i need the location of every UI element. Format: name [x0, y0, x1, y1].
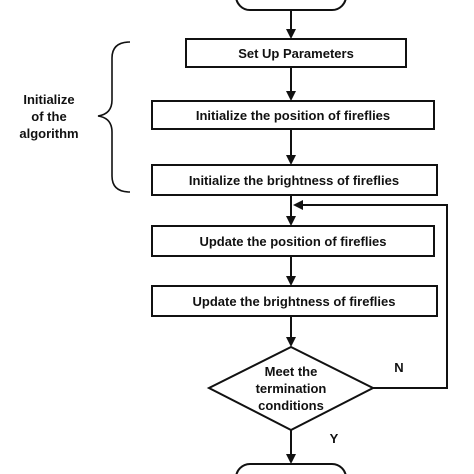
start-terminator	[235, 0, 347, 11]
step-box-setup	[185, 38, 407, 68]
initialization-brace	[97, 41, 131, 193]
step-box-init-brightness	[151, 164, 438, 196]
step-label-init-position: Initialize the position of fireflies	[196, 108, 390, 123]
decision-label-line-3: conditions	[258, 398, 324, 413]
decision-label-line-2: termination	[256, 381, 327, 396]
group-label-line-2: of the	[31, 109, 66, 124]
edge-label-no: N	[394, 360, 403, 375]
group-label-line-3: algorithm	[19, 126, 78, 141]
group-label-line-1: Initialize	[23, 92, 74, 107]
step-box-init-position	[151, 100, 435, 130]
step-box-update-position	[151, 225, 435, 257]
step-box-update-brightness	[151, 285, 438, 317]
decision-label-line-1: Meet the	[265, 364, 318, 379]
step-label-init-brightness: Initialize the brightness of fireflies	[189, 173, 399, 188]
step-label-setup: Set Up Parameters	[238, 46, 354, 61]
edge-label-yes: Y	[330, 431, 339, 446]
step-label-update-brightness: Update the brightness of fireflies	[193, 294, 396, 309]
arrow-loop-back-no	[293, 200, 448, 389]
step-label-update-position: Update the position of fireflies	[199, 234, 386, 249]
end-terminator	[235, 463, 347, 474]
